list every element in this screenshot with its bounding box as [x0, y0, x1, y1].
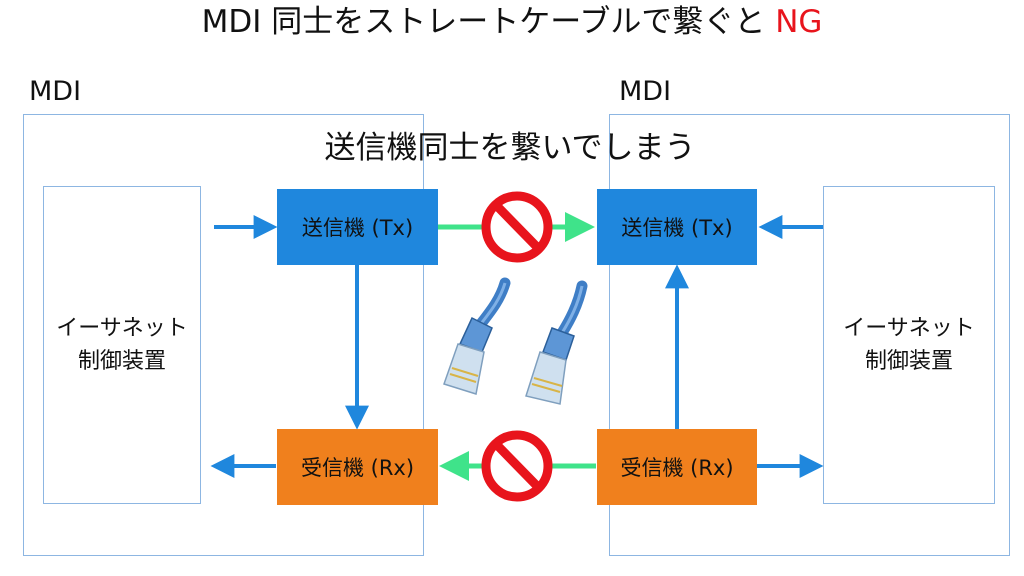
ethernet-cable-icon	[443, 277, 511, 395]
no-entry-icon	[481, 191, 553, 263]
diagram-title: MDI 同士をストレートケーブルで繋ぐと NG	[0, 2, 1024, 42]
right-rx-box: 受信機 (Rx)	[597, 429, 757, 505]
right-mdi-label: MDI	[619, 76, 672, 107]
right-ethernet-controller: イーサネット 制御装置	[823, 186, 995, 504]
left-ethernet-controller: イーサネット 制御装置	[43, 186, 201, 504]
ethernet-cable-icon	[525, 280, 588, 405]
middle-caption: 送信機同士を繋いでしまう	[324, 130, 696, 166]
left-mdi-frame	[23, 114, 424, 556]
no-entry-icon	[481, 430, 553, 502]
left-rx-box: 受信機 (Rx)	[277, 429, 438, 505]
title-ng: NG	[775, 4, 823, 40]
left-tx-box: 送信機 (Tx)	[277, 189, 438, 265]
left-mdi-label: MDI	[29, 76, 82, 107]
title-text: MDI 同士をストレートケーブルで繋ぐと	[201, 4, 766, 40]
right-tx-box: 送信機 (Tx)	[597, 189, 757, 265]
right-mdi-frame	[609, 114, 1010, 556]
